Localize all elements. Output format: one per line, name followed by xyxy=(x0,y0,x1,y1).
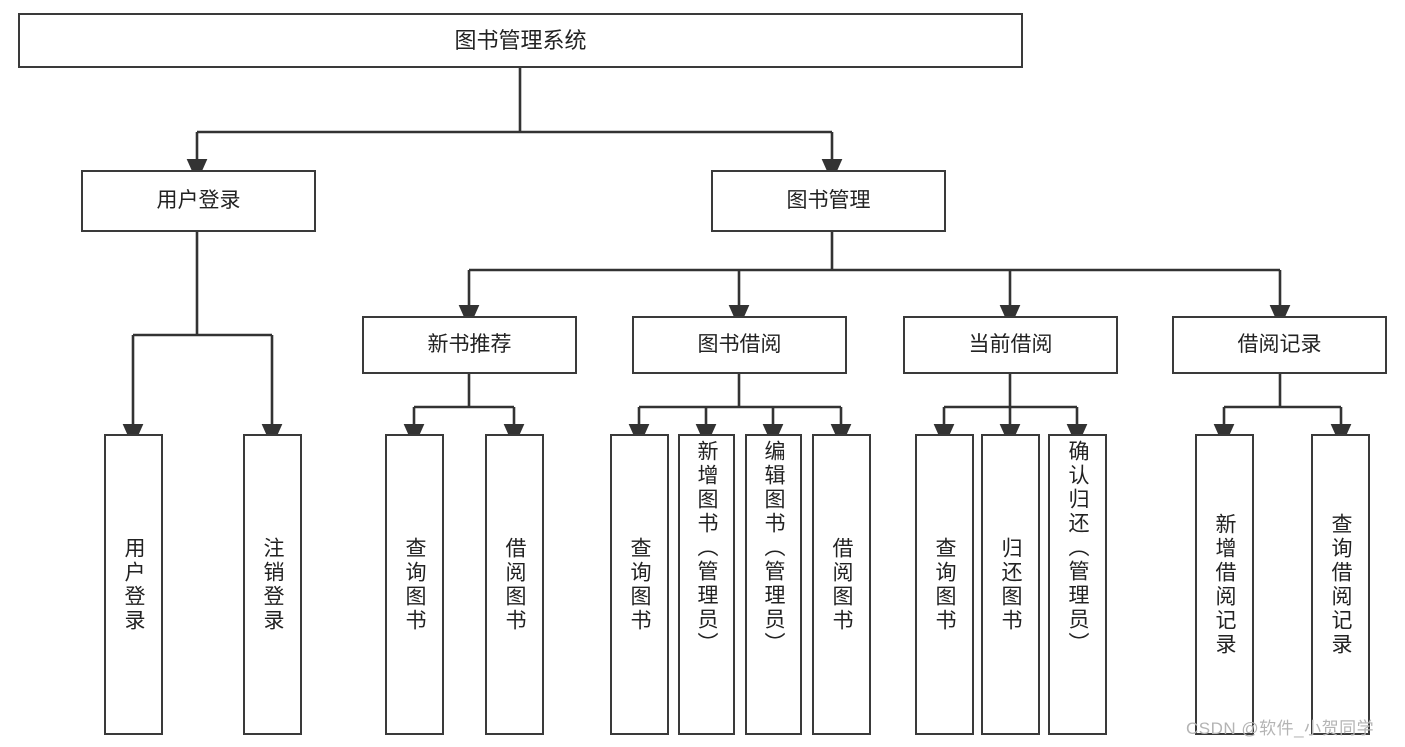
leaf-current-query-books[interactable]: 查询图书 xyxy=(915,434,974,735)
leaf-borrow-edit-book-admin[interactable]: 编辑图书（管理员） xyxy=(745,434,802,735)
node-label: 新增借阅记录 xyxy=(1213,512,1236,657)
node-label: 查询图书 xyxy=(933,536,956,633)
node-label: 注销登录 xyxy=(261,536,284,633)
node-label: 用户登录 xyxy=(122,536,145,633)
node-current-borrowing[interactable]: 当前借阅 xyxy=(903,316,1118,374)
node-label: 新书推荐 xyxy=(427,332,512,356)
node-label: 归还图书 xyxy=(999,536,1022,633)
leaf-borrow-borrow-books[interactable]: 借阅图书 xyxy=(812,434,871,735)
node-label: 确认归还（管理员） xyxy=(1066,440,1089,656)
leaf-current-return-books[interactable]: 归还图书 xyxy=(981,434,1040,735)
node-label: 查询图书 xyxy=(403,536,426,633)
node-label: 编辑图书（管理员） xyxy=(762,440,785,656)
leaf-new-book-borrow-books[interactable]: 借阅图书 xyxy=(485,434,544,735)
node-root-book-management-system[interactable]: 图书管理系统 xyxy=(18,13,1023,68)
node-book-management[interactable]: 图书管理 xyxy=(711,170,946,232)
leaf-borrow-add-book-admin[interactable]: 新增图书（管理员） xyxy=(678,434,735,735)
node-label: 新增图书（管理员） xyxy=(695,440,718,656)
node-label: 查询图书 xyxy=(628,536,651,633)
node-new-book-recommendation[interactable]: 新书推荐 xyxy=(362,316,577,374)
node-label: 用户登录 xyxy=(156,188,241,212)
node-label: 借阅记录 xyxy=(1237,332,1322,356)
node-label: 借阅图书 xyxy=(830,536,853,633)
node-label: 图书管理系统 xyxy=(454,27,587,53)
node-label: 当前借阅 xyxy=(968,332,1053,356)
leaf-borrow-query-books[interactable]: 查询图书 xyxy=(610,434,669,735)
leaf-current-confirm-return-admin[interactable]: 确认归还（管理员） xyxy=(1048,434,1107,735)
node-label: 图书借阅 xyxy=(697,332,782,356)
node-label: 图书管理 xyxy=(786,188,871,212)
leaf-new-book-query-books[interactable]: 查询图书 xyxy=(385,434,444,735)
node-borrowing-record[interactable]: 借阅记录 xyxy=(1172,316,1387,374)
node-label: 查询借阅记录 xyxy=(1329,512,1352,657)
node-book-borrowing[interactable]: 图书借阅 xyxy=(632,316,847,374)
leaf-record-add-borrow-record[interactable]: 新增借阅记录 xyxy=(1195,434,1254,735)
node-user-login[interactable]: 用户登录 xyxy=(81,170,316,232)
leaf-user-login-login[interactable]: 用户登录 xyxy=(104,434,163,735)
leaf-record-query-borrow-record[interactable]: 查询借阅记录 xyxy=(1311,434,1370,735)
leaf-user-login-logout[interactable]: 注销登录 xyxy=(243,434,302,735)
node-label: 借阅图书 xyxy=(503,536,526,633)
csdn-watermark: CSDN @软件_小贺同学 xyxy=(1186,719,1375,738)
